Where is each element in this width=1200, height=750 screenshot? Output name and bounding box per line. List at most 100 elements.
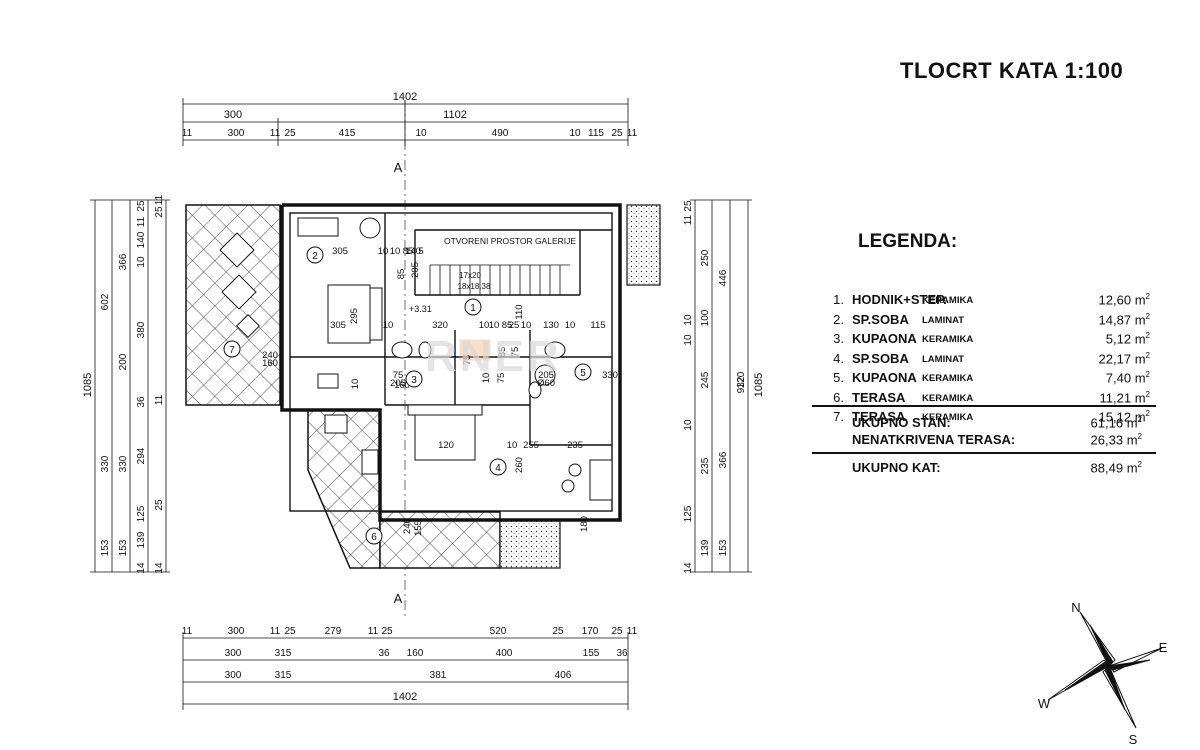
stair-label: 18x18.38 (458, 282, 491, 291)
dimension-label: 205 (410, 262, 421, 278)
dimension-label: 300 (224, 109, 242, 121)
grand-total-label: UKUPNO KAT: (852, 460, 941, 475)
dimension-label: 10 (489, 320, 500, 331)
dimension-label: 602 (100, 293, 111, 310)
room-number: 5 (580, 368, 586, 379)
dimension-label: 1102 (443, 109, 467, 121)
legend-row-name: TERASA (852, 389, 906, 405)
dimension-label: 520 (490, 626, 507, 637)
dimension-label: 11 (627, 626, 638, 637)
dimension-label: 932 (736, 376, 747, 393)
legend-row-name: TERASA (852, 409, 906, 424)
terrace-7 (185, 204, 281, 406)
dimension-label: 200 (118, 353, 129, 370)
dimension-label: 330 (100, 455, 111, 472)
legend-row-name: SP.SOBA (852, 311, 909, 327)
top-dimension-lines (182, 98, 629, 620)
dimension-label: 10 (565, 320, 576, 331)
dimension-label: 1402 (393, 91, 417, 103)
dimension-label: 36 (136, 396, 147, 408)
section-mark-top: A (394, 160, 403, 175)
dimension-label: 255 (523, 440, 539, 451)
dimension-label: 11 (627, 128, 638, 139)
dimension-label: 205 (390, 378, 406, 389)
total-terrace-label: NENATKRIVENA TERASA: (852, 432, 1016, 447)
dimension-label: 85 (497, 347, 508, 358)
dimension-label: 260 (514, 457, 525, 473)
dimension-label: 235 (700, 457, 711, 474)
dimension-label: 11 (154, 394, 165, 405)
legend-row-number: 7. (833, 409, 844, 424)
dimension-label: 75 (462, 355, 473, 366)
dimension-label: 160 (407, 648, 424, 659)
dimension-label: 25 (154, 499, 165, 511)
dimension-label: 490 (492, 128, 509, 139)
dimension-label: 366 (718, 451, 729, 468)
dimension-label: 25 (136, 200, 147, 212)
dimension-label: 115 (590, 320, 605, 331)
dimension-label: 36 (378, 648, 390, 659)
compass-south: S (1129, 732, 1138, 747)
dimension-label: 235 (567, 440, 583, 451)
room-number: 6 (371, 532, 377, 543)
room-number: 3 (411, 375, 417, 386)
compass-north: N (1071, 600, 1080, 615)
dimension-label: 11 (182, 626, 193, 637)
total-apartment-value: 61,16 m2 (1090, 415, 1142, 431)
dimension-label: 5 (418, 246, 423, 257)
dimension-label: 10 (350, 379, 361, 390)
room-number-circle (405, 370, 423, 388)
dimension-label: 155 (413, 520, 424, 536)
dimension-label: 25 (284, 626, 296, 637)
dimension-label: 11 (154, 194, 165, 205)
legend-row-material: KERAMIKA (922, 373, 974, 384)
dimension-label: 25 (683, 200, 694, 212)
dimension-label: 10 (136, 256, 147, 268)
dimension-label: 25 (284, 128, 296, 139)
watermark-logo: RNER (425, 332, 562, 381)
dimension-label: 10 (683, 314, 694, 326)
legend-title: LEGENDA: (858, 231, 958, 252)
dimension-label: 11 (270, 626, 281, 637)
dimension-label: 406 (555, 670, 572, 681)
dimension-label: 25 (552, 626, 564, 637)
room-number-circle (306, 246, 324, 264)
dimension-label: 10 (683, 334, 694, 346)
dimension-label: 25 (154, 206, 165, 218)
dimension-label: 315 (275, 648, 292, 659)
dimension-label: 11 (368, 626, 379, 637)
dimension-label: 330 (118, 455, 129, 472)
dimension-label: 75 (496, 373, 507, 384)
dimension-label: 205 (538, 370, 554, 381)
dimension-label: 10 (378, 246, 389, 257)
dimension-label: 1402 (393, 691, 417, 703)
room-number-circle (464, 298, 482, 316)
compass-rose (1047, 611, 1163, 729)
dimension-label: 85 (396, 269, 407, 280)
legend-row-material: LAMINAT (922, 314, 965, 326)
legend-row-name: KUPAONA (852, 370, 917, 385)
dimension-label: 300 (225, 670, 242, 681)
dimension-label: 25 (509, 320, 520, 331)
dimension-label: 140 (136, 231, 147, 248)
planter-top-right (626, 204, 661, 286)
dimension-label: 125 (136, 505, 147, 522)
dimension-label: 10 (521, 320, 532, 331)
dimension-label: 446 (718, 269, 729, 286)
dimension-label: 36 (616, 648, 628, 659)
dimension-label: 320 (432, 320, 448, 331)
dimension-label: 240 (262, 350, 278, 361)
legend-row-name: KUPAONA (852, 331, 917, 346)
dimension-label: 415 (339, 128, 356, 139)
legend-row-number: 3. (833, 331, 844, 346)
dimension-label: 120 (736, 371, 747, 388)
legend-row-material: KERAMIKA (922, 295, 974, 306)
room-number-circle (489, 458, 507, 476)
dimension-label: 100 (700, 309, 711, 326)
stair-label: 17x20 (459, 271, 481, 280)
exterior-walls (280, 203, 622, 522)
